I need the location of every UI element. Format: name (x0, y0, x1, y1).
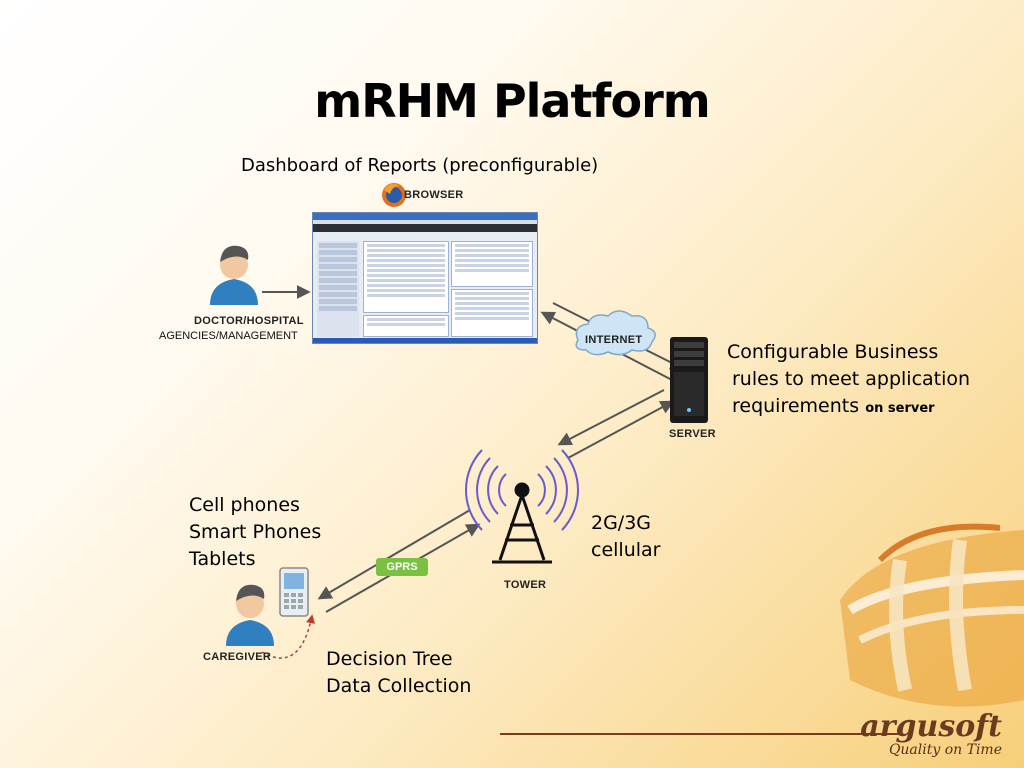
device-item: Smart Phones (189, 521, 322, 543)
server-icon (670, 337, 708, 423)
logo-name: argusoft (860, 709, 1002, 744)
arrow-server-tower-b (567, 400, 675, 459)
device-list: Cell phones Smart Phones Tablets (189, 492, 321, 573)
caregiver-label: CAREGIVER (203, 651, 272, 663)
server-label: SERVER (669, 428, 716, 440)
dashboard-label: Dashboard of Reports (preconfigurable) (241, 155, 599, 176)
server-desc-suffix: on server (865, 401, 935, 416)
argusoft-logo: argusoft Quality on Time (860, 709, 1002, 759)
cellular-line2: cellular (591, 539, 661, 561)
browser-logo-icon (382, 183, 406, 207)
globe-decoration (840, 523, 1024, 707)
logo-divider (500, 733, 900, 735)
decision-line2: Data Collection (326, 675, 472, 697)
decision-line1: Decision Tree (326, 648, 453, 670)
decision-label: Decision Tree Data Collection (326, 646, 471, 700)
server-desc-line1: Configurable Business (727, 341, 939, 363)
internet-label: INTERNET (585, 334, 643, 346)
server-description: Configurable Business rules to meet appl… (727, 339, 970, 422)
arrow-phone-tower-a (317, 509, 471, 600)
logo-tagline: Quality on Time (888, 742, 1002, 758)
browser-label: BROWSER (404, 189, 464, 201)
signal-waves-icon (465, 449, 579, 531)
caregiver-avatar-icon (226, 584, 274, 646)
doctor-label: DOCTOR/HOSPITAL (194, 315, 304, 327)
server-desc-line2: rules to meet application (732, 368, 971, 390)
interaction-curve (261, 614, 315, 659)
doctor-avatar-icon (210, 245, 258, 305)
cellular-line1: 2G/3G (591, 512, 652, 534)
device-item: Tablets (189, 548, 256, 570)
tower-label: TOWER (504, 579, 547, 591)
agencies-label: AGENCIES/MANAGEMENT (159, 330, 298, 342)
cellular-label: 2G/3G cellular (591, 510, 660, 564)
tower-icon (492, 482, 552, 564)
arrow-server-tower-a (557, 389, 665, 446)
gprs-badge: GPRS (376, 558, 428, 576)
page-title: mRHM Platform (314, 74, 710, 128)
device-item: Cell phones (189, 494, 300, 516)
phone-icon (279, 567, 309, 617)
cloud-icon (575, 310, 656, 356)
browser-dashboard-screenshot (312, 212, 538, 344)
server-desc-line3: requirements on server (732, 395, 935, 417)
